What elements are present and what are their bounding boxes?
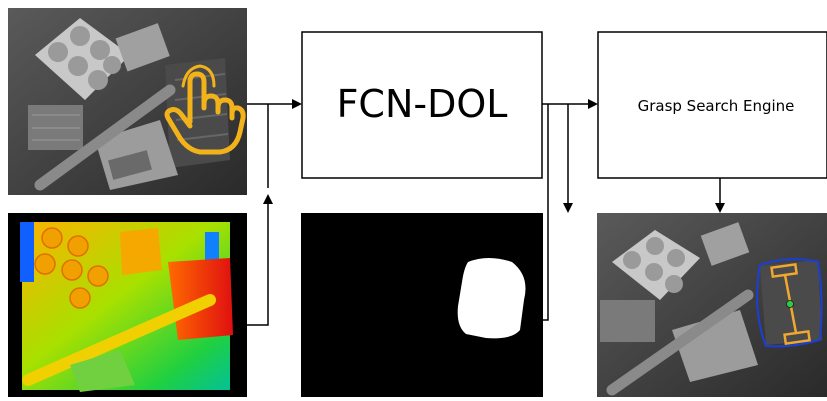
pointing-hand-icon <box>164 64 246 155</box>
rgb-input-image <box>8 8 247 195</box>
mask-output-image <box>301 213 543 397</box>
depth-input-image <box>8 213 247 397</box>
arrow-mask-to-grasp <box>543 104 549 321</box>
object-mask <box>457 258 526 339</box>
grasp-object-outline <box>756 258 823 348</box>
arrow-depth-to-fcn <box>247 194 273 326</box>
depth-egg-carton <box>34 227 109 309</box>
grasp-search-engine-block: Grasp Search Engine <box>597 31 827 179</box>
fcn-dol-label: FCN-DOL <box>337 82 508 126</box>
grasp-search-engine-label: Grasp Search Engine <box>638 97 795 115</box>
flow-arrows <box>247 99 725 326</box>
egg-carton <box>35 18 130 100</box>
fcn-dol-block: FCN-DOL <box>301 31 543 179</box>
grasp-result-image <box>597 213 827 397</box>
grasp-center-point <box>786 300 794 308</box>
